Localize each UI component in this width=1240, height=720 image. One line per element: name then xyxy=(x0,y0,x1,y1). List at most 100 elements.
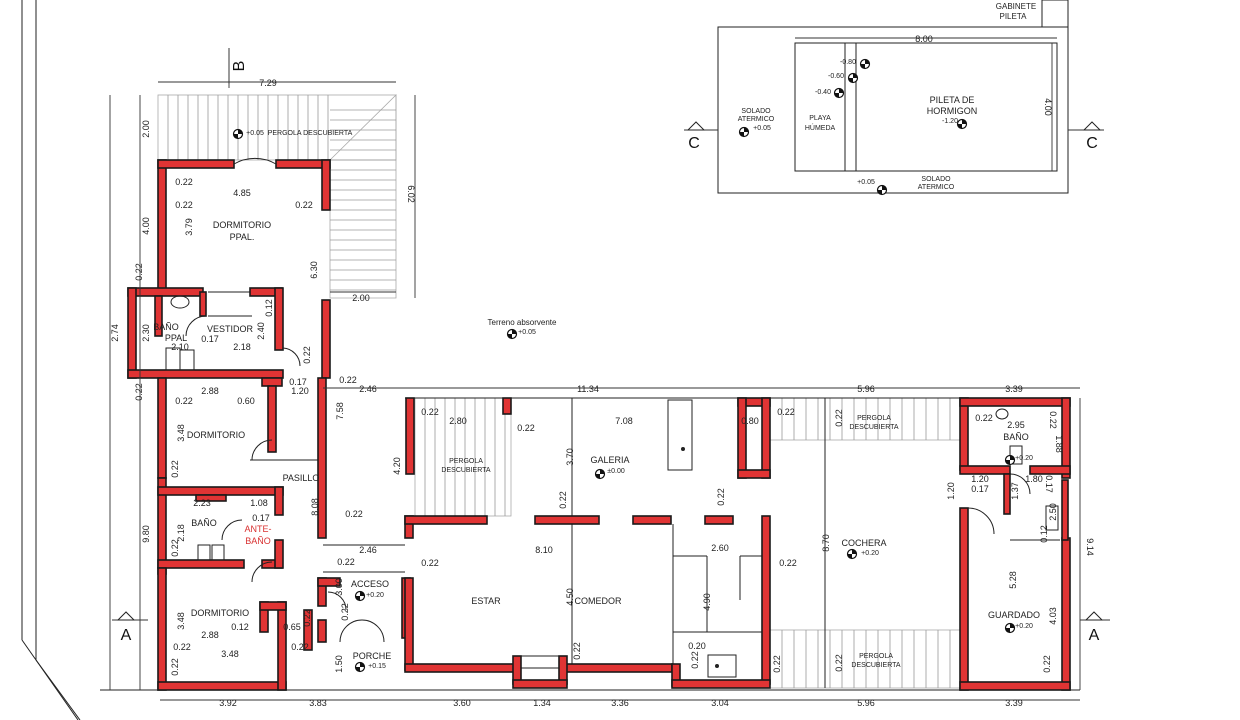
dim-d3-022d: 0.22 xyxy=(302,609,312,627)
level-marker-icon xyxy=(738,126,750,138)
dim-e-246: 2.46 xyxy=(359,545,377,555)
dim-pool-4: 4.00 xyxy=(1043,98,1053,116)
dim-d3-348: 3.48 xyxy=(176,612,186,630)
dim-left-022b: 0.22 xyxy=(134,383,144,401)
level-marker-icon xyxy=(354,590,366,602)
dormitorio-ppal-label-2: PPAL. xyxy=(230,232,255,242)
dim-b2-218: 2.18 xyxy=(176,524,186,542)
vestidor-label: VESTIDOR xyxy=(207,324,254,334)
dim-d2-288: 2.88 xyxy=(201,386,219,396)
dim-k-022: 0.22 xyxy=(690,651,700,669)
dim-d3-288: 2.88 xyxy=(201,630,219,640)
dim-r-017b: 0.17 xyxy=(1044,475,1054,493)
dim-d3-022c: 0.22 xyxy=(170,658,180,676)
dim-p-120: 1.20 xyxy=(291,386,309,396)
level-marker-icon xyxy=(846,548,858,560)
dim-v-240: 2.40 xyxy=(256,322,266,340)
pergola-slats xyxy=(167,95,329,160)
dormitorio-2-label: DORMITORIO xyxy=(187,430,245,440)
dim-p-022b: 0.22 xyxy=(339,375,357,385)
dim-g-370: 3.70 xyxy=(565,448,575,466)
dim-g-022: 0.22 xyxy=(421,407,439,417)
dim-v-017: 0.17 xyxy=(201,334,219,344)
dim-r-012: 0.12 xyxy=(1039,525,1049,543)
dim-b-210: 2.10 xyxy=(171,342,189,352)
dim-g-080: 0.80 xyxy=(741,416,759,426)
bano-ppal-label-1: BAÑO xyxy=(153,322,179,332)
pergola-slats xyxy=(781,630,951,688)
dim-a-022b: 0.22 xyxy=(340,603,350,621)
pergola-1-label: PERGOLA DESCUBIERTA xyxy=(268,130,353,137)
dim-e-450: 4.50 xyxy=(565,588,575,606)
pergola-slats xyxy=(781,398,951,440)
section-marker-a-right: A xyxy=(1080,611,1110,644)
solado-1-label-2: ATERMICO xyxy=(738,116,775,123)
bathroom-fixtures xyxy=(165,295,1059,561)
level-labels: +0.05 +0.05 ±0.00 +0.20 +0.20 +0.15 +0.2… xyxy=(246,59,1033,670)
level-bano-3: +0.20 xyxy=(1015,455,1033,462)
pergola-hatch xyxy=(157,94,961,689)
solado-2-label-1: SOLADO xyxy=(921,176,951,183)
pileta-label-2: HORMIGON xyxy=(927,106,978,116)
dim-mid-4: 3.39 xyxy=(1005,384,1023,394)
level-marker-icon xyxy=(1004,622,1016,634)
dim-v-218: 2.18 xyxy=(233,342,251,352)
dim-c-022b: 0.22 xyxy=(834,409,844,427)
dim-g-280: 2.80 xyxy=(449,416,467,426)
porche-label: PORCHE xyxy=(353,651,392,661)
solado-2-label-2: ATERMICO xyxy=(918,184,955,191)
dim-r-022a: 0.22 xyxy=(975,413,993,423)
level-step-2: -0.60 xyxy=(828,73,844,80)
dim-p-022c: 0.22 xyxy=(345,509,363,519)
dim-left-980: 9.80 xyxy=(141,525,151,543)
dim-630: 6.30 xyxy=(309,261,319,279)
level-galeria: ±0.00 xyxy=(607,468,625,475)
dim-bottom-5: 3.36 xyxy=(611,698,629,708)
terreno-label: Terreno absorvente xyxy=(488,318,557,327)
dim-d3-022a: 0.22 xyxy=(173,642,191,652)
dim-r-017a: 0.17 xyxy=(971,484,989,494)
dim-022b: 0.22 xyxy=(175,200,193,210)
dim-bottom-8: 3.39 xyxy=(1005,698,1023,708)
dim-left-200: 2.00 xyxy=(141,120,151,138)
pergola-3-label-2: DESCUBIERTA xyxy=(849,424,898,431)
pergola-slats xyxy=(330,109,396,291)
dim-bottom-1: 3.92 xyxy=(219,698,237,708)
dim-g-022d: 0.22 xyxy=(716,488,726,506)
pasillo-label: PASILLO xyxy=(283,473,320,483)
dim-b2-108: 1.08 xyxy=(250,498,268,508)
dim-left-022a: 0.22 xyxy=(134,263,144,281)
dim-bottom-7: 5.96 xyxy=(857,698,875,708)
dimension-values-vertical: 2.00 4.00 0.22 2.74 0.22 9.80 9.14 6.02 … xyxy=(110,98,1095,676)
dim-v-012: 0.12 xyxy=(264,299,274,317)
level-marker-icon xyxy=(876,184,888,196)
dim-d3-012: 0.12 xyxy=(231,622,249,632)
dim-d3-065: 0.65 xyxy=(283,622,301,632)
interior-lines xyxy=(208,291,1060,688)
dim-k-260: 2.60 xyxy=(711,543,729,553)
dim-k-490: 4.90 xyxy=(702,593,712,611)
dim-e-022b: 0.22 xyxy=(572,642,582,660)
playa-label-2: HÚMEDA xyxy=(805,123,836,132)
dim-k-022b: 0.22 xyxy=(772,655,782,673)
dim-pool-8: 8.00 xyxy=(915,34,933,44)
dim-bottom-6: 3.04 xyxy=(711,698,729,708)
level-pileta: -1.20 xyxy=(942,118,958,125)
playa-label-1: PLAYA xyxy=(809,115,831,122)
door-swings xyxy=(185,157,1031,643)
acceso-label: ACCESO xyxy=(351,579,389,589)
level-marker-icon xyxy=(847,72,859,84)
level-acceso: +0.20 xyxy=(366,592,384,599)
level-cochera: +0.20 xyxy=(861,550,879,557)
room-labels: PERGOLA DESCUBIERTA DORMITORIO PPAL. BAÑ… xyxy=(153,2,1040,669)
dim-e-810: 8.10 xyxy=(535,545,553,555)
ante-bano-label-1: ANTE- xyxy=(245,524,272,534)
section-c-left-label: C xyxy=(688,135,700,152)
level-marker-icon xyxy=(833,87,845,99)
section-b-label: B xyxy=(231,61,248,72)
dim-d3-022b: 0.22 xyxy=(291,642,309,652)
dim-mid-2: 11.34 xyxy=(577,384,599,394)
dim-022a: 0.22 xyxy=(175,177,193,187)
dim-r-137: 1.37 xyxy=(1010,482,1020,500)
